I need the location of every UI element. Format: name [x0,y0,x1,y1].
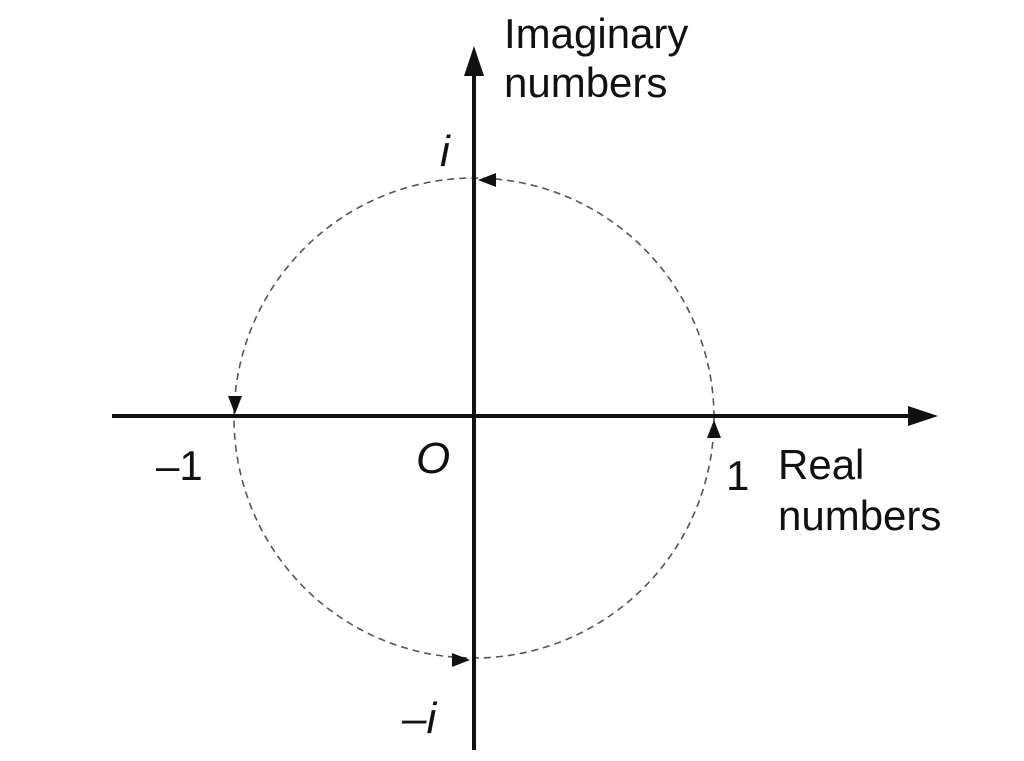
origin-label: O [416,434,450,483]
point-label-i: i [440,127,451,176]
imaginary-axis-label-line1: Imaginary [504,10,688,57]
point-label-minus-i: –i [401,694,437,743]
rotation-arrow-at-minus-1 [228,396,242,414]
point-label-minus-1: –1 [156,442,203,489]
real-axis-label-line1: Real [778,441,864,488]
imaginary-axis-arrowhead [464,46,484,76]
rotation-arrow-at-i [478,173,496,187]
rotation-arrow-at-1 [707,420,721,438]
real-axis-label-line2: numbers [778,492,941,539]
real-axis-arrowhead [908,406,938,426]
imaginary-axis-label-line2: numbers [504,59,667,106]
point-label-1: 1 [726,452,749,499]
rotation-arrow-at-minus-i [452,653,470,667]
